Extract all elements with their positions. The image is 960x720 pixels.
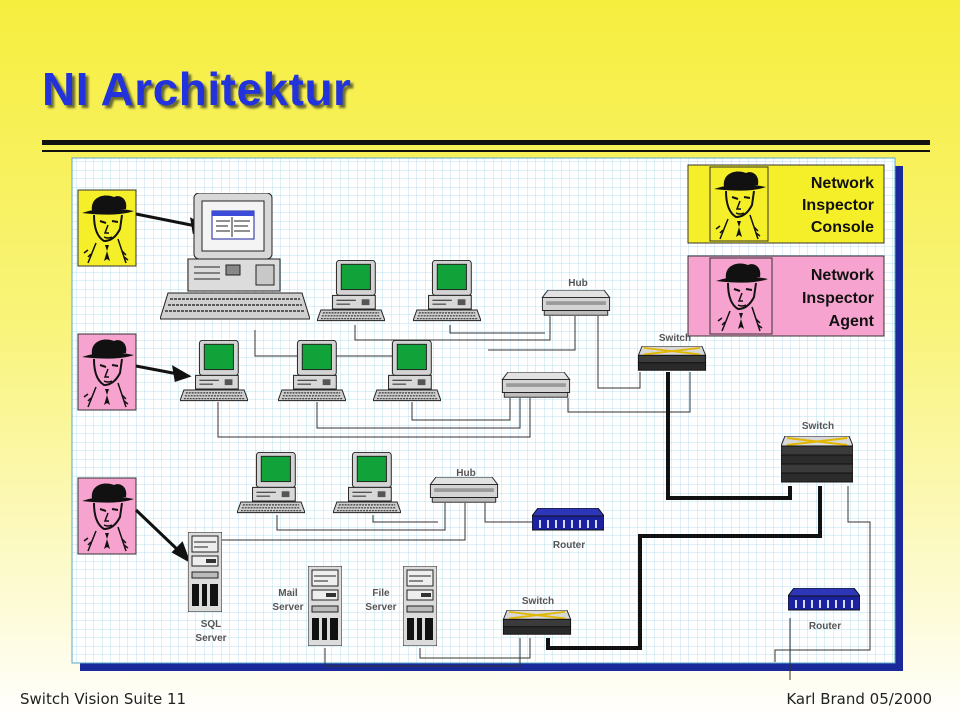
footer-right: Karl Brand 05/2000 bbox=[786, 690, 932, 708]
legend-console: Network Inspector Console bbox=[687, 164, 885, 244]
arrow-head bbox=[172, 365, 192, 382]
cable-file bbox=[419, 638, 531, 659]
title-rule-thick bbox=[42, 140, 930, 145]
agent-figure-server bbox=[77, 477, 137, 555]
mail-server[interactable] bbox=[308, 566, 342, 646]
slide-title: NI Architektur bbox=[42, 63, 352, 115]
hub-top[interactable] bbox=[541, 290, 611, 316]
label-file-server-1: File bbox=[372, 588, 390, 599]
backbone-switch-bottom bbox=[546, 486, 822, 650]
label-sql-server-1: SQL bbox=[201, 619, 222, 630]
label-hub-top: Hub bbox=[568, 278, 587, 289]
hub-bottom[interactable] bbox=[429, 477, 499, 503]
legend-console-line3: Console bbox=[811, 219, 874, 236]
cable-pc-a bbox=[354, 316, 551, 341]
cable-pc-d bbox=[316, 398, 521, 429]
legend-console-line2: Inspector bbox=[802, 197, 874, 214]
arrow-to-pcs bbox=[135, 364, 179, 376]
legend-agent-line1: Network bbox=[811, 267, 874, 284]
cable-mail bbox=[324, 638, 521, 667]
hub-middle[interactable] bbox=[501, 372, 571, 398]
cable-hub-switch bbox=[597, 316, 641, 389]
cable-hub-router bbox=[484, 503, 532, 523]
sql-server[interactable] bbox=[188, 532, 222, 612]
legend-console-line1: Network bbox=[811, 175, 874, 192]
cable-pc-c bbox=[217, 398, 531, 438]
cable-pc-g bbox=[372, 515, 438, 523]
legend-agent-line3: Agent bbox=[829, 313, 875, 330]
footer-left: Switch Vision Suite 11 bbox=[20, 690, 187, 708]
agent-figure-console bbox=[77, 189, 137, 267]
router-middle[interactable] bbox=[532, 508, 604, 531]
cable-hub-top-down bbox=[488, 316, 576, 351]
switch-right[interactable] bbox=[781, 436, 853, 483]
network-cables bbox=[209, 316, 871, 680]
title-rule-thin bbox=[42, 150, 930, 152]
cable-hub2-switch bbox=[567, 372, 691, 413]
legend-agent-line2: Inspector bbox=[802, 290, 874, 307]
cable-router-right bbox=[774, 618, 791, 662]
label-sql-server-2: Server bbox=[195, 633, 226, 644]
label-router-right: Router bbox=[809, 621, 841, 632]
label-hub-mid: Hub bbox=[456, 468, 475, 479]
arrow-to-console bbox=[135, 212, 197, 228]
cable-right bbox=[789, 486, 871, 680]
cable-pc-b bbox=[449, 325, 545, 334]
label-switch-top: Switch bbox=[659, 333, 691, 344]
agent-figure-pcs bbox=[77, 333, 137, 411]
label-switch-right: Switch bbox=[802, 421, 834, 432]
switch-top[interactable] bbox=[637, 346, 707, 372]
label-mail-server-2: Server bbox=[272, 602, 303, 613]
arrow-head bbox=[171, 541, 191, 564]
switch-bottom[interactable] bbox=[502, 610, 572, 636]
backbone-links bbox=[546, 372, 822, 650]
arrow-to-server bbox=[134, 508, 182, 554]
cable-pc-f bbox=[276, 503, 446, 531]
cable-pc-e bbox=[411, 398, 511, 421]
file-server[interactable] bbox=[403, 566, 437, 646]
label-router-mid: Router bbox=[553, 540, 585, 551]
backbone-switch-switch bbox=[666, 372, 792, 500]
label-switch-bottom: Switch bbox=[522, 596, 554, 607]
label-mail-server-1: Mail bbox=[278, 588, 298, 599]
router-right[interactable] bbox=[788, 588, 860, 611]
legend-agent: Network Inspector Agent bbox=[687, 255, 885, 337]
label-file-server-2: Server bbox=[365, 602, 396, 613]
